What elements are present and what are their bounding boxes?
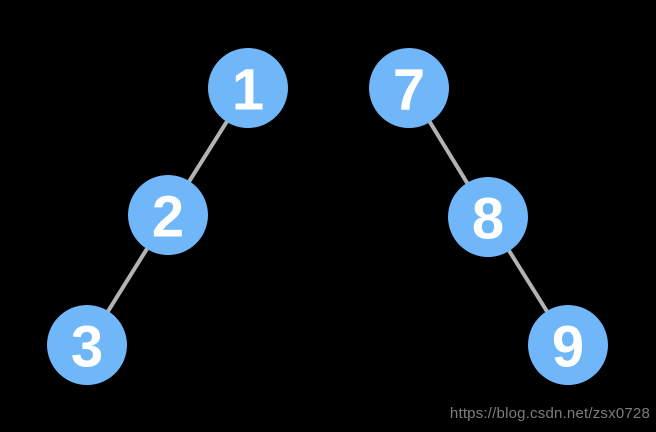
tree-node-7: 7 bbox=[369, 48, 449, 128]
tree-node-1: 1 bbox=[208, 48, 288, 128]
tree-node-circle-7 bbox=[369, 48, 449, 128]
tree-node-label-9: 9 bbox=[552, 315, 584, 380]
tree-node-label-1: 1 bbox=[232, 58, 264, 123]
tree-node-label-8: 8 bbox=[472, 187, 504, 252]
tree-node-3: 3 bbox=[47, 305, 127, 385]
tree-node-label-2: 2 bbox=[152, 185, 184, 250]
tree-node-circle-9 bbox=[528, 305, 608, 385]
watermark-url: https://blog.csdn.net/zsx0728 bbox=[449, 405, 650, 422]
tree-node-circle-2 bbox=[128, 175, 208, 255]
tree-node-circle-8 bbox=[448, 177, 528, 257]
tree-node-9: 9 bbox=[528, 305, 608, 385]
tree-node-2: 2 bbox=[128, 175, 208, 255]
tree-node-label-3: 3 bbox=[71, 315, 103, 380]
tree-node-8: 8 bbox=[448, 177, 528, 257]
tree-node-circle-3 bbox=[47, 305, 127, 385]
tree-node-circle-1 bbox=[208, 48, 288, 128]
tree-node-label-7: 7 bbox=[393, 58, 425, 123]
